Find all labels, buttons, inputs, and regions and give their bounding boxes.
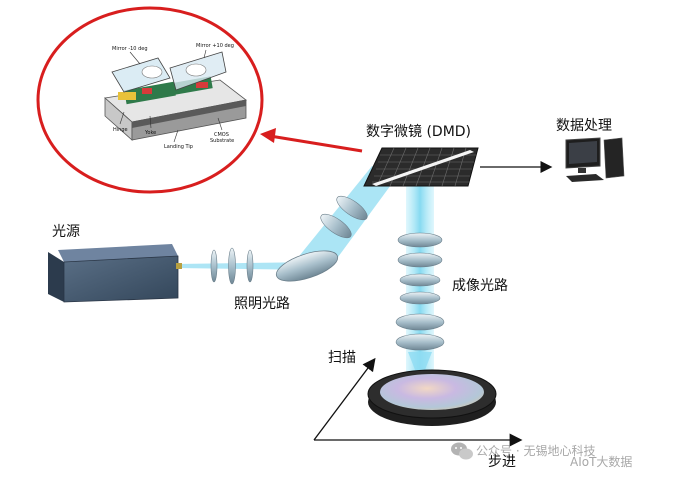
illumination-path-label: 照明光路 bbox=[234, 296, 290, 312]
inset-landing-tip-left bbox=[142, 88, 152, 94]
imaging-lens-3 bbox=[399, 273, 441, 287]
light-source-aperture bbox=[176, 263, 182, 269]
dmd-active-mirror-strip bbox=[372, 150, 474, 186]
watermark: 公众号 · 无锡地心科技 AIoT大数据 bbox=[451, 442, 632, 469]
callout-arrow-head bbox=[260, 128, 276, 143]
illumination-beam-diagonal bbox=[300, 166, 396, 268]
inset-label-yoke: Yoke bbox=[144, 130, 156, 136]
imaging-lens-2 bbox=[397, 252, 443, 268]
inset-label-cmos: CMOS bbox=[214, 132, 229, 138]
computer-keyboard bbox=[566, 174, 604, 182]
imaging-lens-6 bbox=[395, 333, 445, 351]
inset-label-mirror-left: Mirror -10 deg bbox=[112, 46, 148, 52]
inset-landing-tip-right bbox=[196, 82, 208, 88]
leader-hinge bbox=[119, 111, 125, 125]
inset-hinge bbox=[118, 92, 136, 100]
dmd-grid bbox=[372, 147, 476, 187]
inset-post-left bbox=[141, 65, 163, 79]
light-source bbox=[48, 244, 182, 303]
leader-cmos bbox=[217, 117, 223, 131]
motion-axes bbox=[313, 357, 523, 447]
computer-tower bbox=[603, 137, 625, 179]
step-label: 步进 bbox=[488, 454, 516, 470]
scan-label: 扫描 bbox=[328, 350, 356, 366]
relay-lenses bbox=[320, 195, 368, 239]
illumination-lens-2 bbox=[228, 247, 236, 285]
inset-label-landing-tip: Landing Tip bbox=[164, 144, 193, 150]
leader-mirror-left bbox=[129, 51, 141, 65]
leader-mirror-right bbox=[203, 49, 207, 59]
imaging-lens-4 bbox=[399, 291, 441, 305]
imaging-lenses bbox=[395, 232, 445, 351]
dmd-detail-inset: Mirror -10 deg Mirror +10 deg Hinge Yoke… bbox=[36, 6, 264, 194]
fold-mirror bbox=[275, 250, 339, 282]
computer-icon bbox=[565, 137, 625, 182]
wafer bbox=[380, 374, 484, 410]
focus-cone bbox=[408, 352, 432, 380]
watermark-brand: AIoT大数据 bbox=[570, 454, 632, 469]
wafer-stage bbox=[367, 369, 497, 426]
illumination-lenses bbox=[210, 247, 254, 285]
wechat-icon bbox=[451, 442, 473, 460]
inset-label-hinge: Hinge bbox=[113, 127, 128, 133]
leader-landing-tip bbox=[173, 129, 179, 143]
illumination-lens-1 bbox=[210, 249, 218, 283]
inset-substrate-dark-layer bbox=[132, 100, 246, 128]
relay-lens-1 bbox=[320, 213, 352, 239]
dmd-chip bbox=[363, 147, 479, 187]
relay-lens-2 bbox=[336, 195, 368, 221]
scan-axis bbox=[313, 357, 376, 441]
data-processing-label: 数据处理 bbox=[556, 118, 612, 134]
illumination-lens-3 bbox=[246, 249, 254, 283]
callout-arrow bbox=[260, 128, 363, 153]
inset-post-right bbox=[185, 63, 207, 77]
light-source-side bbox=[48, 252, 64, 302]
imaging-lens-5 bbox=[395, 313, 445, 331]
light-source-front bbox=[63, 255, 179, 303]
data-processing-group: 数据处理 bbox=[480, 118, 625, 182]
watermark-source: 公众号 · 无锡地心科技 bbox=[476, 443, 595, 458]
imaging-path-label: 成像光路 bbox=[452, 278, 508, 294]
imaging-lens-1 bbox=[397, 232, 443, 248]
inset-label-substrate: Substrate bbox=[210, 138, 234, 144]
leader-yoke bbox=[149, 115, 152, 129]
light-source-label: 光源 bbox=[52, 224, 80, 240]
dmd-label: 数字微镜 (DMD) bbox=[366, 124, 471, 140]
inset-label-mirror-right: Mirror +10 deg bbox=[196, 43, 234, 49]
callout-arrow-shaft bbox=[269, 134, 363, 153]
